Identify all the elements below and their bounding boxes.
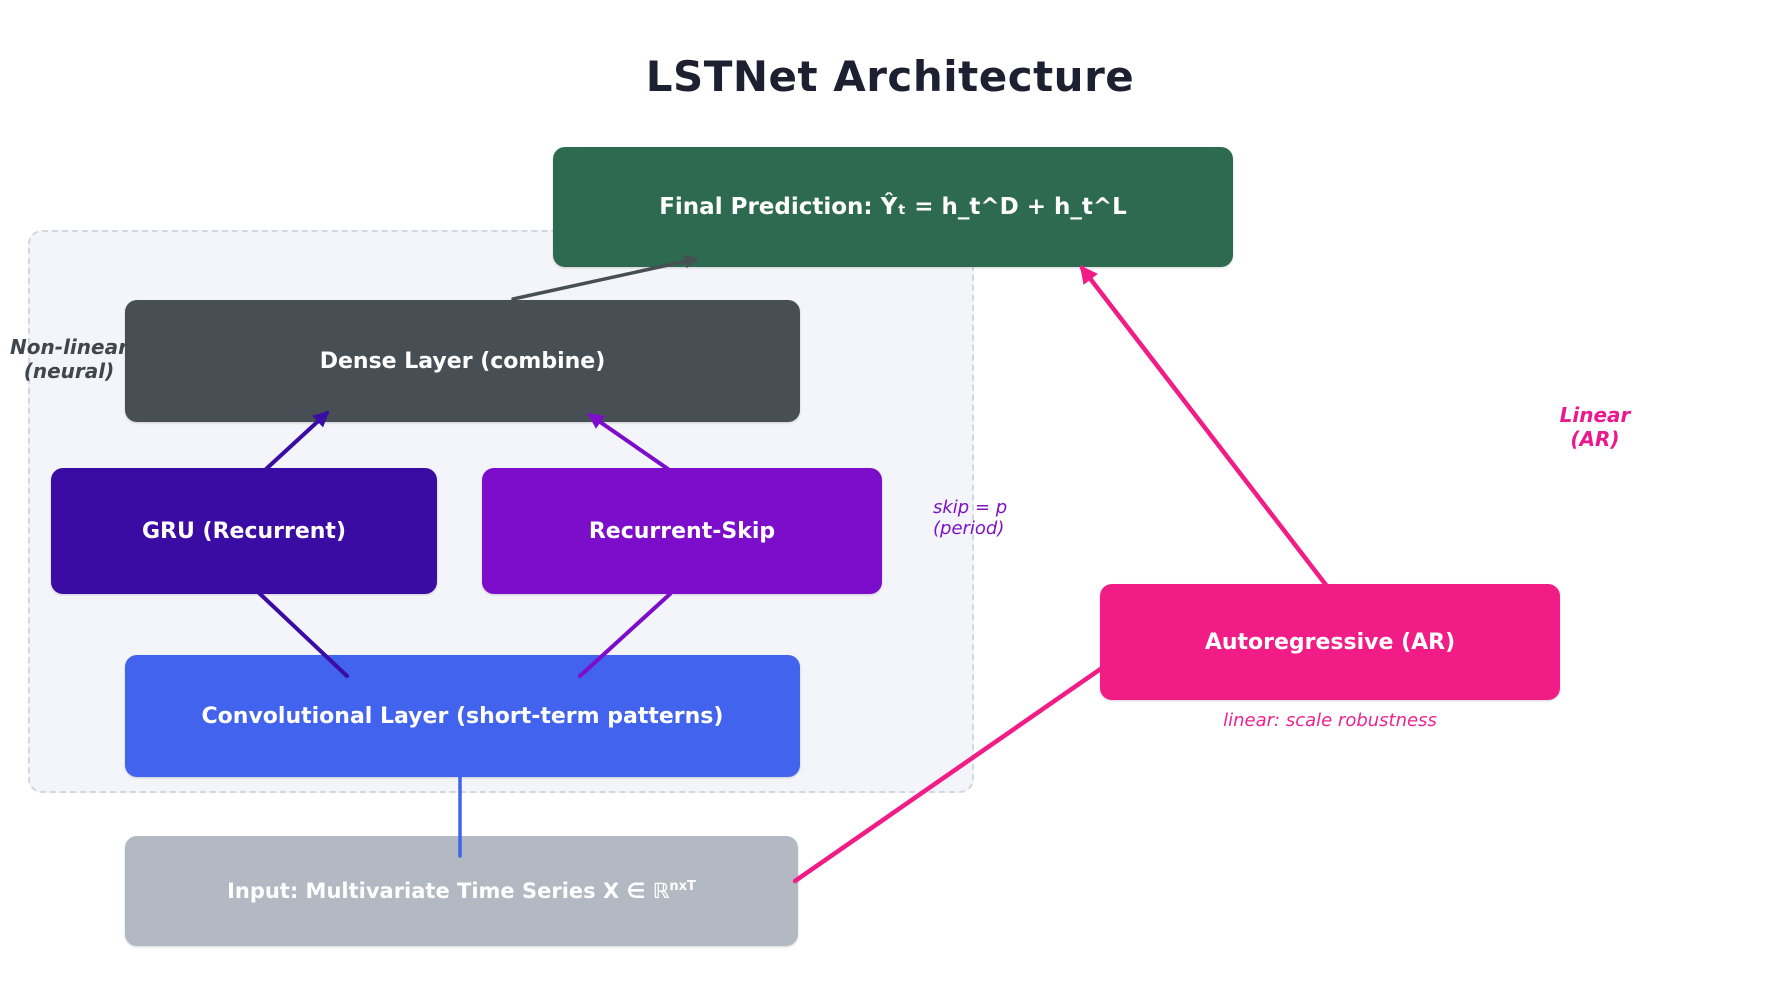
annotation-ar-note: linear: scale robustness bbox=[1100, 710, 1560, 731]
node-final-prediction: Final Prediction: Ŷₜ = h_t^D + h_t^L bbox=[553, 147, 1233, 267]
node-convolutional-layer: Convolutional Layer (short-term patterns… bbox=[125, 655, 800, 777]
node-dense-layer: Dense Layer (combine) bbox=[125, 300, 800, 422]
final-prediction-label: Final Prediction: Ŷₜ = h_t^D + h_t^L bbox=[659, 194, 1127, 220]
arrow-ar-to-final bbox=[1079, 265, 1329, 588]
annotation-nonlinear-neural: Non-linear (neural) bbox=[8, 335, 130, 383]
annotation-linear-line2: (AR) bbox=[1570, 426, 1620, 451]
input-superscript: nxT bbox=[669, 879, 696, 894]
ar-note-text: linear: scale robustness bbox=[1223, 710, 1437, 731]
annotation-linear-ar: Linear (AR) bbox=[1540, 403, 1650, 451]
annotation-linear-line1: Linear bbox=[1559, 403, 1631, 427]
node-recurrent-skip: Recurrent-Skip bbox=[482, 468, 882, 594]
annotation-skip-line1: skip = p bbox=[933, 497, 1008, 518]
node-autoregressive: Autoregressive (AR) bbox=[1100, 584, 1560, 700]
input-label: Input: Multivariate Time Series X ∈ ℝnxT bbox=[227, 879, 696, 903]
annotation-nonlinear-line2: (neural) bbox=[23, 358, 115, 383]
node-gru-recurrent: GRU (Recurrent) bbox=[51, 468, 437, 594]
diagram-title: LSTNet Architecture bbox=[645, 52, 1135, 101]
annotation-nonlinear-line1: Non-linear bbox=[10, 335, 128, 359]
annotation-skip-period: skip = p (period) bbox=[933, 497, 1073, 539]
conv-layer-label: Convolutional Layer (short-term patterns… bbox=[201, 703, 724, 729]
autoregressive-label: Autoregressive (AR) bbox=[1204, 629, 1456, 655]
gru-label: GRU (Recurrent) bbox=[142, 518, 346, 544]
annotation-skip-line2: (period) bbox=[933, 518, 1005, 540]
dense-layer-label: Dense Layer (combine) bbox=[319, 348, 606, 374]
recurrent-skip-label: Recurrent-Skip bbox=[588, 518, 776, 544]
node-input-series: Input: Multivariate Time Series X ∈ ℝnxT bbox=[125, 836, 798, 946]
